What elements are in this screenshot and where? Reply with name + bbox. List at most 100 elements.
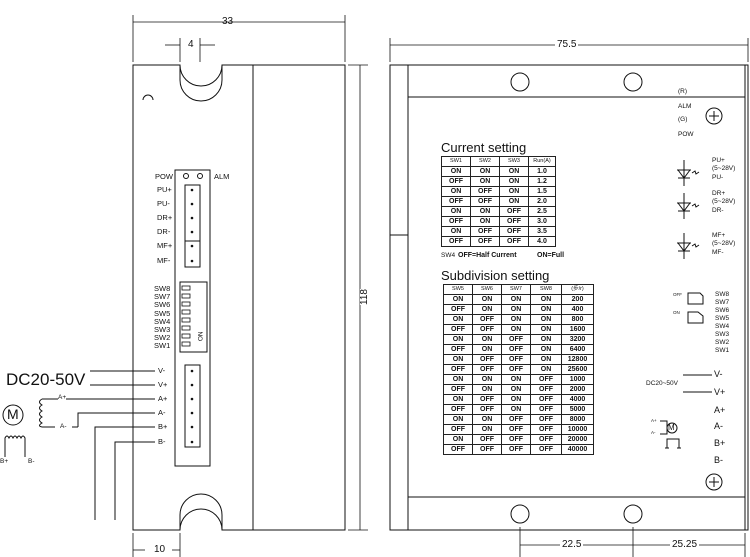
table-cell: OFF (501, 414, 531, 425)
current-note-prefix: SW4 (441, 252, 456, 259)
table-cell: OFF (443, 324, 473, 335)
right-switch-label-SW6: SW6 (715, 307, 730, 314)
table-cell: OFF (530, 414, 562, 425)
table-cell: ON (501, 294, 531, 305)
led-g-label: (G) (678, 116, 688, 123)
table-cell: OFF (470, 236, 500, 247)
table-cell: OFF (530, 434, 562, 445)
table-cell: OFF (499, 236, 529, 247)
table-cell: ON (472, 334, 502, 345)
table-cell: 4000 (561, 394, 594, 405)
table-cell: OFF (443, 364, 473, 375)
table-cell: OFF (501, 434, 531, 445)
table-cell: ON (472, 374, 502, 385)
power-label-A-: A- (158, 408, 166, 417)
table-cell: ON (530, 324, 562, 335)
optocoupler-symbols (677, 160, 700, 259)
right-power-label-V-: V- (714, 369, 723, 379)
table-cell: 10000 (561, 424, 594, 435)
table-cell: ON (443, 334, 473, 345)
wiring (2, 370, 155, 520)
right-pow-label: POW (678, 131, 694, 138)
table-cell: ON (443, 394, 473, 405)
coil-a-plus: A+ (58, 394, 67, 402)
signal-label-PU-: PU- (157, 199, 170, 208)
right-power-label-A-: A- (714, 421, 723, 431)
table-cell: ON (501, 374, 531, 385)
table-cell: 5000 (561, 404, 594, 415)
supply-label: DC20-50V (6, 370, 86, 389)
input-range-0: (5~28V) (712, 165, 736, 172)
table-cell: OFF (501, 444, 531, 455)
current-note-full: ON=Full (537, 252, 565, 259)
table-cell: OFF (441, 236, 471, 247)
table-cell: OFF (472, 404, 502, 415)
table-cell: ON (443, 314, 473, 325)
table-cell: 200 (561, 294, 594, 305)
power-label-B-: B- (158, 437, 166, 446)
input-minus-2: MF- (712, 249, 724, 256)
table-cell: 1000 (561, 374, 594, 385)
right-switch-label-SW4: SW4 (715, 323, 730, 330)
table-cell: OFF (443, 424, 473, 435)
table-cell: OFF (441, 216, 471, 227)
table-cell: ON (470, 216, 500, 227)
table-cell: 3.5 (528, 226, 556, 237)
table-cell: ON (530, 334, 562, 345)
signal-label-DR-: DR- (157, 227, 171, 236)
input-range-1: (5~28V) (712, 198, 736, 205)
table-cell: ON (530, 344, 562, 355)
right-motor-label: M (668, 423, 675, 432)
column-header: SW8 (530, 284, 562, 295)
table-cell: OFF (530, 374, 562, 385)
table-cell: OFF (441, 176, 471, 187)
table-cell: ON (441, 166, 471, 177)
table-cell: ON (443, 374, 473, 385)
table-cell: ON (501, 394, 531, 405)
dimension-22-5: 22.5 (560, 539, 584, 550)
table-cell: OFF (501, 364, 531, 375)
table-cell: ON (472, 294, 502, 305)
right-switch-label-SW8: SW8 (715, 291, 730, 298)
signal-label-MF-: MF- (157, 256, 171, 265)
right-switch-label-SW2: SW2 (715, 339, 730, 346)
right-alm-label: ALM (678, 103, 692, 110)
switch-label-SW3: SW3 (154, 325, 171, 334)
table-cell: ON (470, 176, 500, 187)
switch-label-SW2: SW2 (154, 333, 171, 343)
table-cell: ON (499, 176, 529, 187)
table-cell: ON (470, 166, 500, 177)
right-switch-symbols (687, 292, 704, 324)
table-cell: ON (443, 354, 473, 365)
input-minus-0: PU- (712, 174, 724, 181)
table-cell: OFF (530, 384, 562, 395)
subdivision-setting-title: Subdivision setting (441, 268, 550, 283)
table-cell: ON (472, 414, 502, 425)
left-pins (190, 188, 194, 444)
table-cell: OFF (499, 206, 529, 217)
table-cell: 400 (561, 304, 594, 315)
right-power-label-B-: B- (714, 455, 723, 465)
right-motor-a-plus: A+ (651, 418, 657, 423)
column-header: Run(A) (528, 156, 556, 167)
table-cell: OFF (499, 226, 529, 237)
table-cell: 1.5 (528, 186, 556, 197)
dimension-4: 4 (188, 39, 194, 50)
table-cell: ON (472, 344, 502, 355)
table-cell: 40000 (561, 444, 594, 455)
table-cell: 20000 (561, 434, 594, 445)
switch-off-label: OFF (673, 292, 682, 297)
